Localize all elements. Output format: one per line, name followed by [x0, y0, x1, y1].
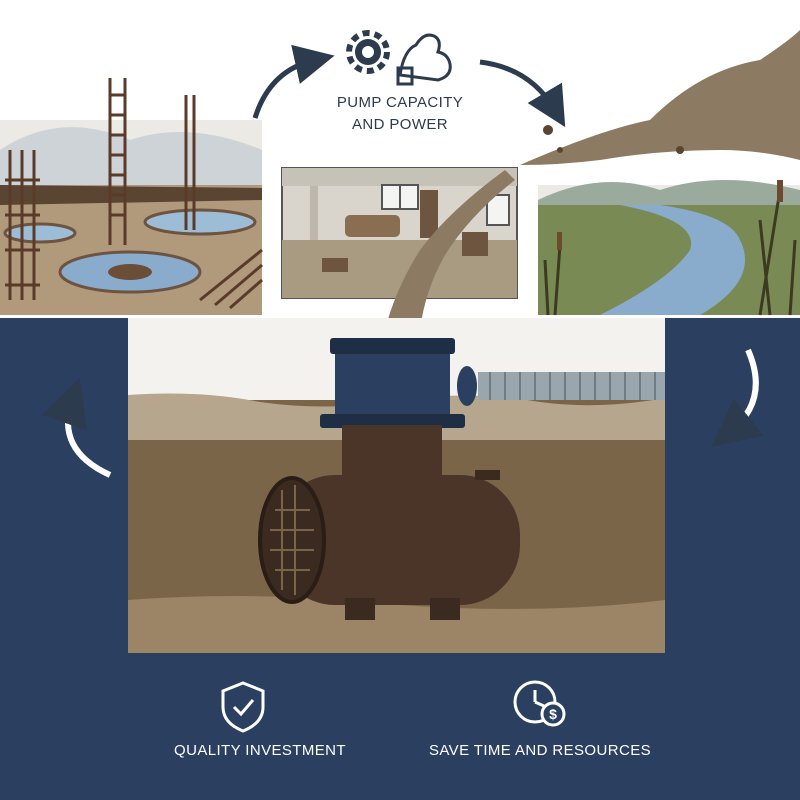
construction-site-scene	[0, 78, 263, 315]
save-time-label: SAVE TIME AND RESOURCES	[428, 742, 652, 759]
pump-capacity-label: PUMP CAPACITY AND POWER	[300, 92, 500, 136]
stream-water	[600, 205, 745, 315]
curved-arrow-top-left	[252, 44, 335, 119]
puddle	[143, 208, 257, 236]
pump-head	[335, 340, 450, 425]
pump-pit	[128, 318, 665, 653]
basement-window	[486, 194, 510, 226]
shield-check-icon	[221, 681, 265, 733]
mud-spray	[520, 30, 800, 165]
stream-scene	[538, 180, 800, 316]
gear-icon	[346, 30, 390, 74]
curved-arrow-left	[41, 377, 112, 478]
quality-investment-label: QUALITY INVESTMENT	[174, 742, 346, 759]
flexed-arm-icon	[396, 33, 452, 86]
discharge-hose	[478, 372, 665, 400]
intake-grate	[258, 476, 326, 604]
pump-body	[275, 475, 520, 605]
svg-text:$: $	[549, 706, 557, 722]
puddle	[3, 222, 77, 244]
flooded-basement-scene	[281, 167, 518, 330]
curved-arrow-top-right	[479, 59, 566, 128]
pump-capacity-line1: PUMP CAPACITY	[336, 94, 464, 111]
sofa	[345, 215, 400, 237]
clock-dollar-icon: $	[513, 680, 566, 727]
pump-capacity-line2: AND POWER	[351, 116, 449, 133]
curved-arrow-right	[711, 348, 764, 448]
